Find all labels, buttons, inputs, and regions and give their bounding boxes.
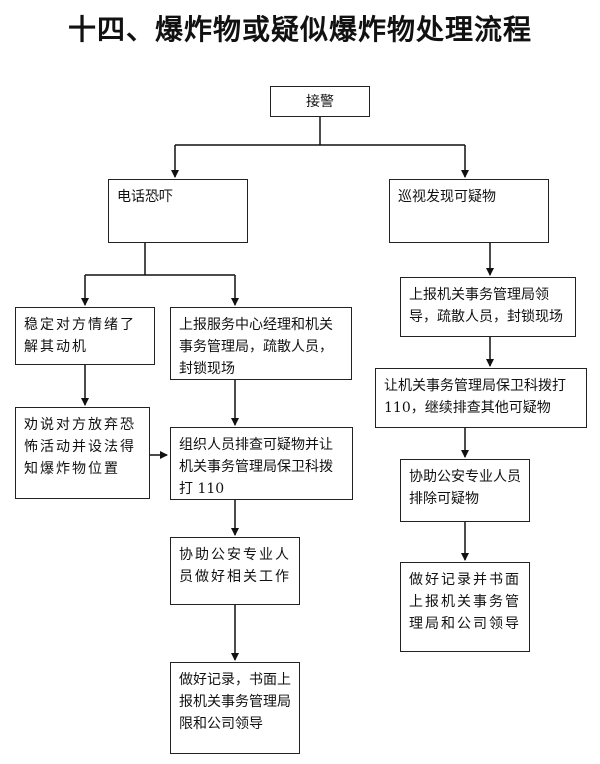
node-assist-police-right: 协助公安专业人员排除可疑物 [400, 459, 530, 522]
node-report-bureau: 上报机关事务管理局领导，疏散人员，封锁现场 [400, 277, 576, 337]
page-title: 十四、爆炸物或疑似爆炸物处理流程 [67, 13, 532, 46]
node-stabilize: 稳定对方情绪了解其动机 [15, 307, 155, 365]
node-phone-threat: 电话恐吓 [108, 179, 248, 243]
node-record-right: 做好记录并书面上报机关事务管理局和公司领导 [400, 562, 530, 652]
node-patrol-found: 巡视发现可疑物 [389, 179, 549, 243]
node-start: 接警 [270, 86, 370, 117]
node-record-left: 做好记录，书面上报机关事务管理局限和公司领导 [170, 662, 300, 754]
node-persuade: 劝说对方放弃恐怖活动并设法得知爆炸物位置 [15, 407, 150, 499]
node-assist-police-left: 协助公安专业人员做好相关工作 [170, 537, 300, 605]
node-dial-110: 让机关事务管理局保卫科拨打 110，继续排查其他可疑物 [375, 368, 587, 428]
node-organize-search: 组织人员排查可疑物并让机关事务管理局保卫科拨打 110 [170, 427, 353, 500]
node-report-service: 上报服务中心经理和机关事务管理局，疏散人员，封锁现场 [170, 307, 352, 380]
